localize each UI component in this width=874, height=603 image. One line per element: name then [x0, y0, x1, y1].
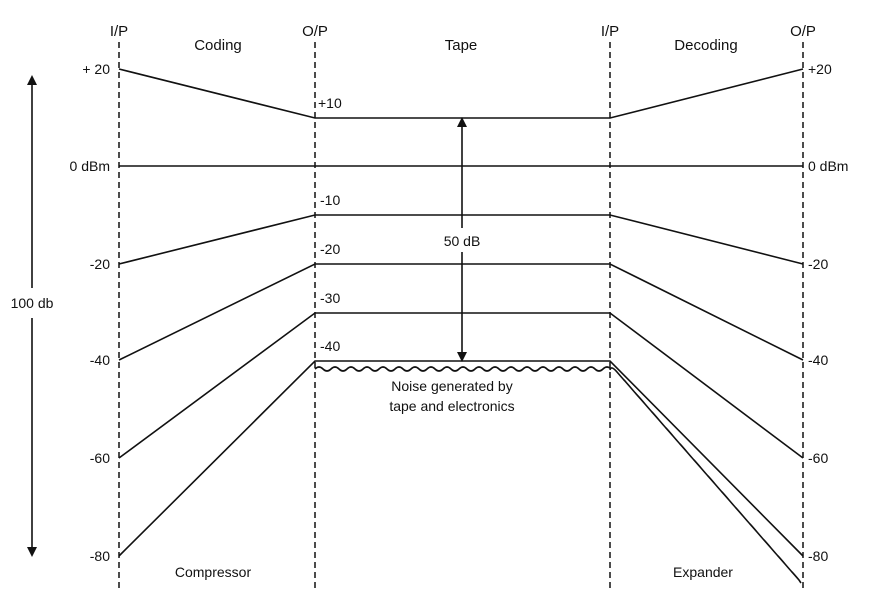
- right-level-minus-80: -80: [808, 548, 828, 564]
- compressor-label: Compressor: [175, 564, 252, 580]
- tape-level-minus-10: -10: [320, 192, 340, 208]
- right-level-minus-60: -60: [808, 450, 828, 466]
- tape-level-minus-40: -40: [320, 338, 340, 354]
- left-level-minus-40: -40: [90, 352, 110, 368]
- left-level-minus-60: -60: [90, 450, 110, 466]
- expander-label: Expander: [673, 564, 733, 580]
- expanded-noise-wave: [609, 367, 802, 584]
- trace-minus-40: [118, 263, 804, 361]
- input-right-header: I/P: [601, 23, 619, 40]
- noise-label-line-1: Noise generated by: [391, 378, 512, 394]
- left-level-minus-80: -80: [90, 548, 110, 564]
- coding-header: Coding: [194, 37, 242, 54]
- left-level-0-dbm: 0 dBm: [70, 158, 110, 174]
- right-level-plus-20: +20: [808, 61, 832, 77]
- right-level-minus-20: -20: [808, 256, 828, 272]
- left-level-plus-20: + 20: [82, 61, 110, 77]
- left-level-minus-20: -20: [90, 256, 110, 272]
- range-label: 100 db: [11, 295, 54, 311]
- tape-header: Tape: [445, 37, 478, 54]
- noise-label-line-2: tape and electronics: [389, 398, 514, 414]
- trace-plus-20: [118, 68, 804, 119]
- right-level-0-dbm: 0 dBm: [808, 158, 848, 174]
- output-right-header: O/P: [790, 23, 816, 40]
- noise-floor-wave: [314, 366, 612, 372]
- tape-level-minus-30: -30: [320, 290, 340, 306]
- tape-level-plus-10: +10: [318, 95, 342, 111]
- tape-range-label: 50 dB: [444, 233, 481, 249]
- right-level-minus-40: -40: [808, 352, 828, 368]
- input-left-header: I/P: [110, 23, 128, 40]
- decoding-header: Decoding: [674, 37, 737, 54]
- tape-level-minus-20: -20: [320, 241, 340, 257]
- output-left-header: O/P: [302, 23, 328, 40]
